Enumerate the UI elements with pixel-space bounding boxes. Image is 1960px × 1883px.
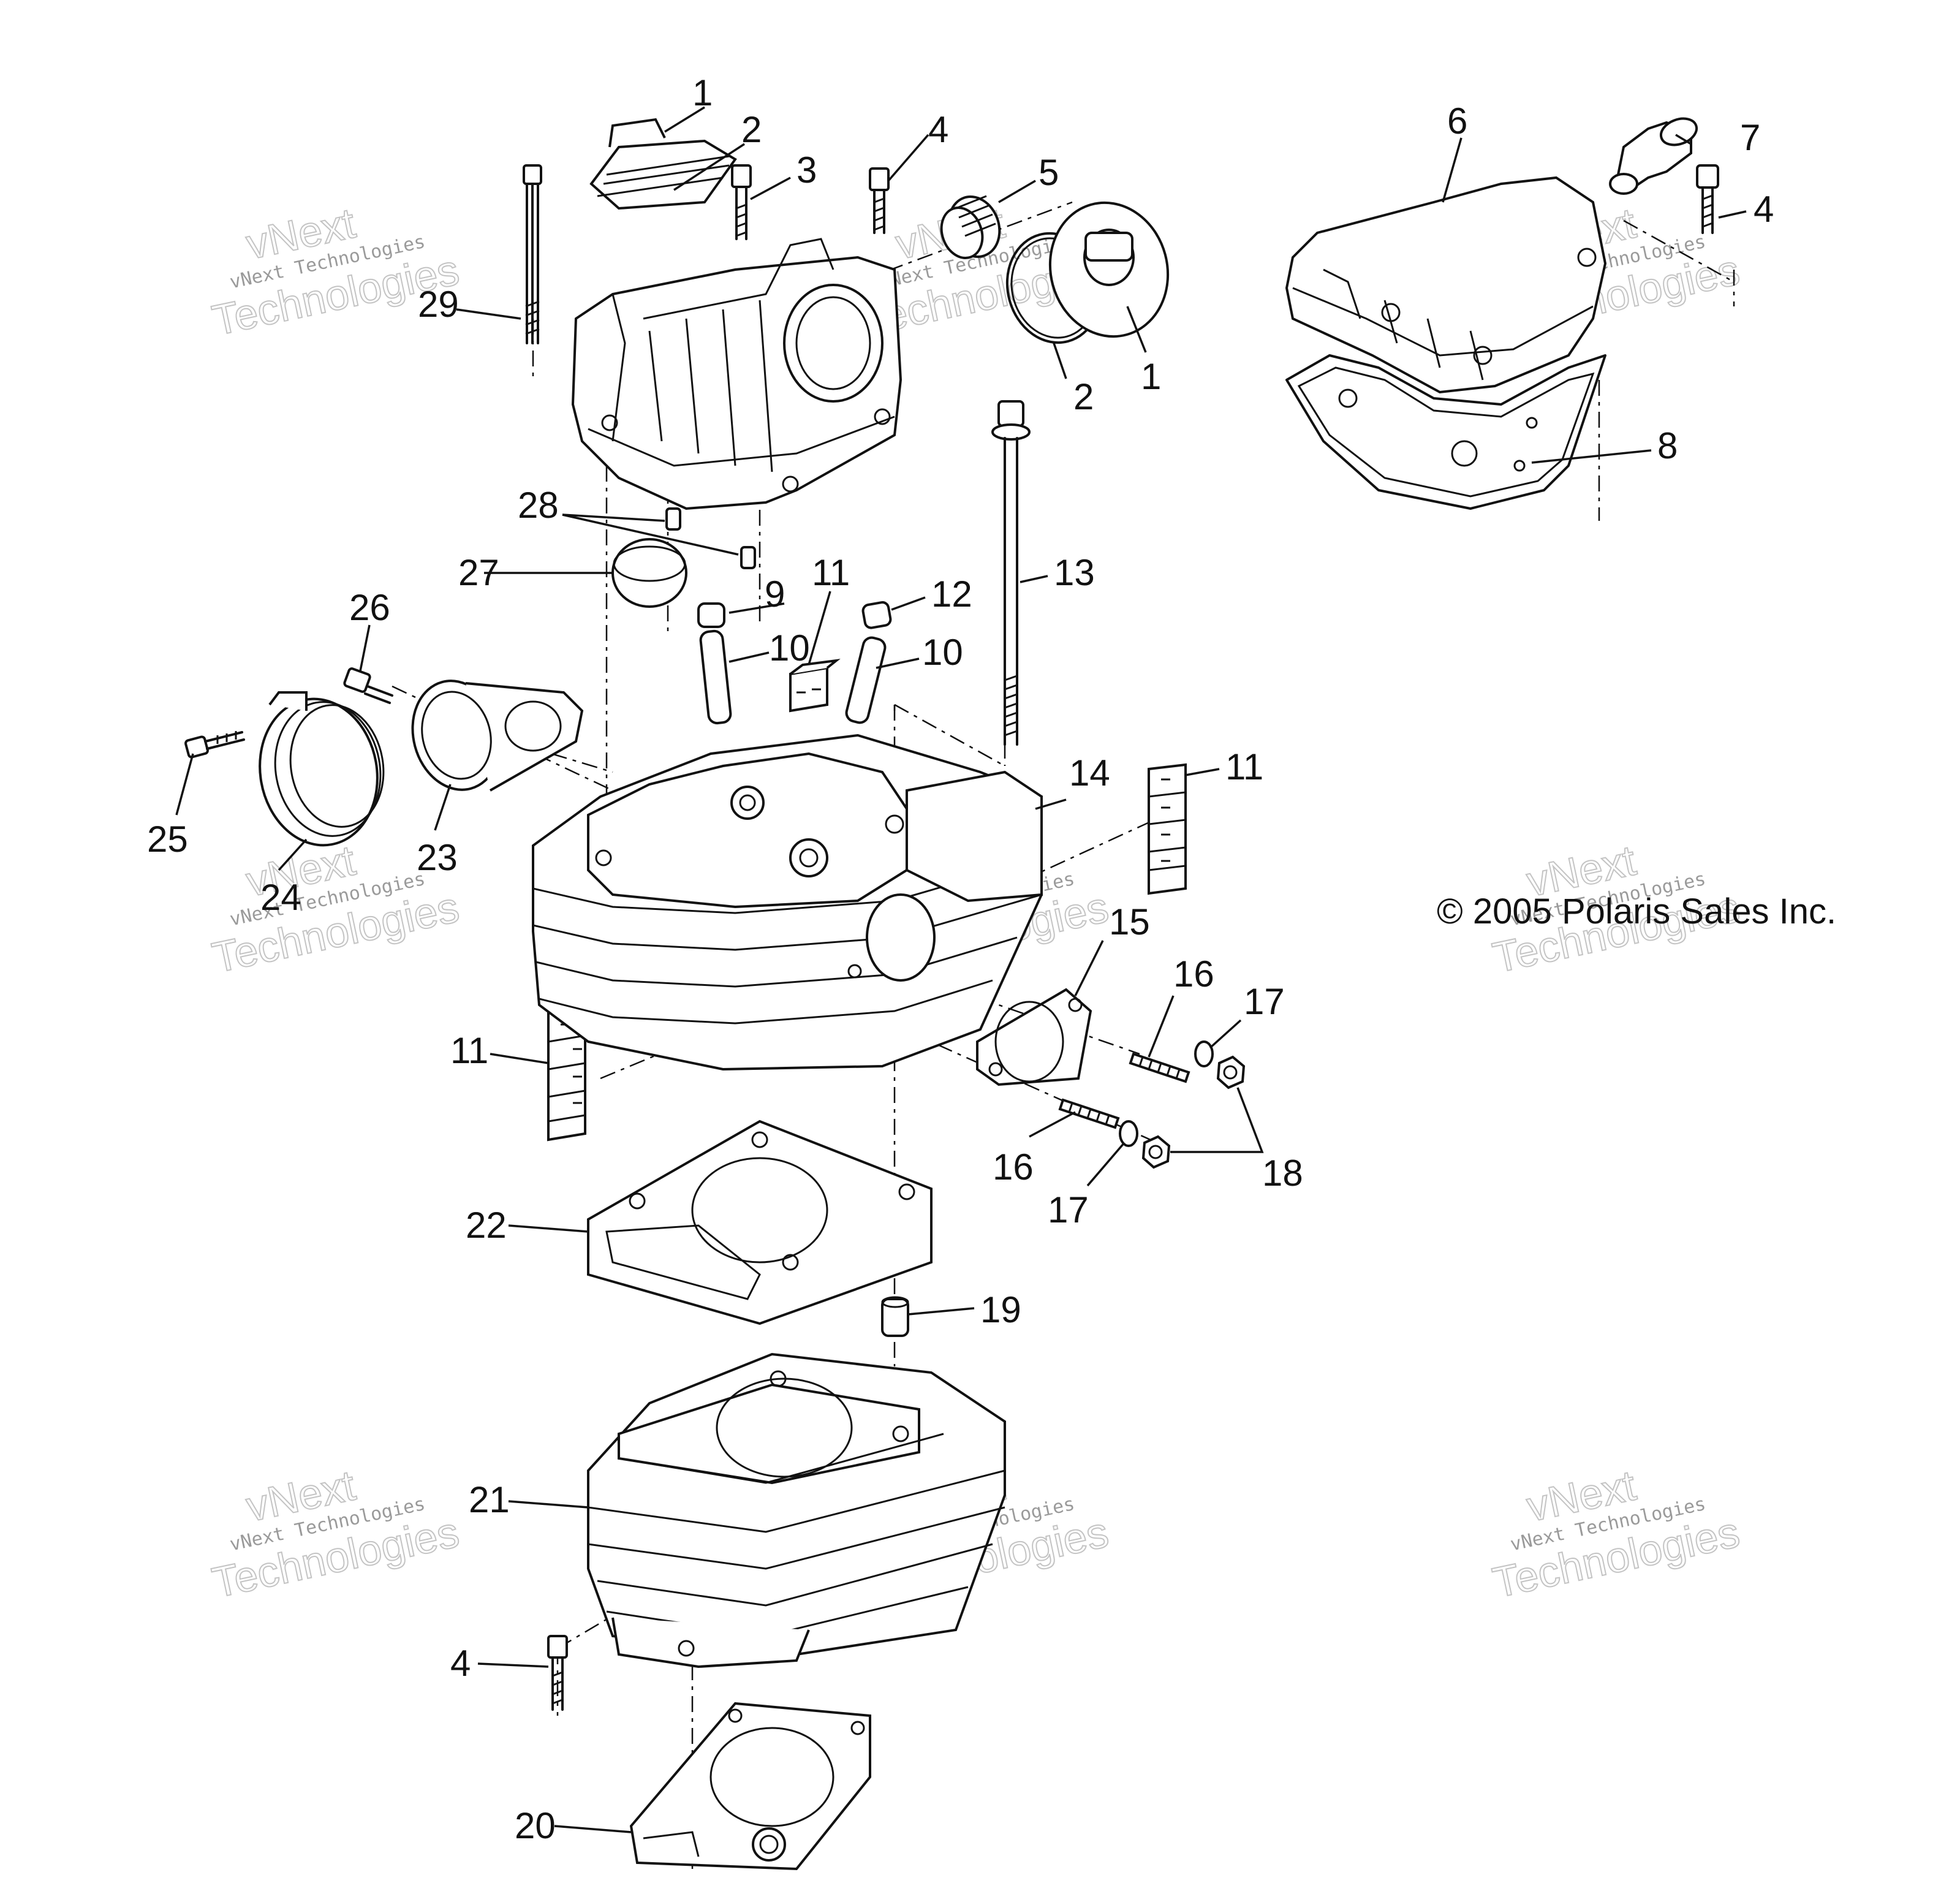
callout-22: 22 <box>466 1205 507 1246</box>
callout-12: 12 <box>931 574 972 615</box>
callout-14: 14 <box>1069 752 1110 794</box>
callout-2-right: 2 <box>1073 376 1094 417</box>
part-cam-housing <box>571 238 902 510</box>
callout-10-left: 10 <box>769 627 810 669</box>
callout-23: 23 <box>417 837 458 878</box>
part-15-exhaust-gasket <box>976 988 1092 1086</box>
part-19-dowel <box>881 1296 909 1337</box>
part-28-dowels <box>665 507 756 569</box>
callout-21: 21 <box>469 1479 510 1520</box>
callout-24: 24 <box>260 877 301 918</box>
part-29-bolt <box>523 164 542 344</box>
part-1-cap-right <box>1048 201 1170 338</box>
part-20-base-gasket <box>629 1702 871 1871</box>
part-14-cylinder-head <box>532 733 1043 1071</box>
callout-7: 7 <box>1740 117 1760 158</box>
callout-16-lower: 16 <box>993 1146 1034 1188</box>
callout-18: 18 <box>1262 1153 1303 1194</box>
part-4-bolt-right <box>1696 164 1719 234</box>
part-6-cover <box>1285 176 1607 394</box>
callout-17-lower: 17 <box>1048 1189 1089 1230</box>
callout-4-top: 4 <box>928 109 948 150</box>
part-7-breather-elbow <box>1609 117 1698 195</box>
part-3-bolt <box>731 164 752 240</box>
part-22-head-gasket <box>587 1120 933 1325</box>
part-16-stud-lower <box>1058 1098 1120 1129</box>
callout-16-upper: 16 <box>1173 953 1214 995</box>
callout-9: 9 <box>765 574 785 615</box>
watermark-7: vNext vNext Technologies Technologies <box>208 1461 464 1608</box>
part-12-seal <box>861 601 892 629</box>
watermark-9: vNext vNext Technologies Technologies <box>1488 1461 1744 1608</box>
part-4-bolt-bottom <box>547 1635 568 1711</box>
callout-15: 15 <box>1109 901 1150 942</box>
part-27-cap <box>611 538 687 608</box>
callout-11-left: 11 <box>450 1030 488 1071</box>
callout-4-bottom: 4 <box>450 1643 471 1684</box>
part-26-bolt <box>343 667 393 704</box>
part-17-washer-lower <box>1119 1120 1138 1147</box>
part-5-plug <box>940 195 1001 259</box>
callouts: 1 2 3 4 5 1 2 29 6 7 4 8 28 27 9 11 12 1… <box>147 72 1774 1846</box>
callout-4-right: 4 <box>1754 189 1774 230</box>
callout-1-top: 1 <box>692 72 713 113</box>
callout-19: 19 <box>980 1289 1021 1330</box>
callout-25: 25 <box>147 819 188 860</box>
callout-10-right: 10 <box>922 632 963 673</box>
callout-6: 6 <box>1447 100 1467 142</box>
part-13-stud <box>991 400 1031 746</box>
part-21-cylinder <box>587 1352 1006 1669</box>
callout-27: 27 <box>458 552 499 593</box>
part-10-guide-right <box>845 636 887 724</box>
part-16-stud-upper <box>1129 1052 1190 1083</box>
callout-8: 8 <box>1657 425 1678 466</box>
callout-5: 5 <box>1039 152 1059 193</box>
part-8-cover-gasket <box>1285 354 1606 510</box>
callout-26: 26 <box>349 587 390 628</box>
callout-2-top: 2 <box>741 109 762 150</box>
callout-28: 28 <box>518 485 559 526</box>
part-18-nut-upper <box>1216 1055 1246 1089</box>
part-17-washer-upper <box>1194 1040 1214 1067</box>
callout-20: 20 <box>515 1805 556 1846</box>
part-11-block-right <box>1148 763 1187 895</box>
part-10-guide-left <box>699 629 732 725</box>
part-18-nut-lower <box>1141 1135 1171 1169</box>
callout-11-top: 11 <box>812 552 850 593</box>
copyright-text: © 2005 Polaris Sales Inc. <box>1437 892 1836 931</box>
part-23-intake-boot <box>411 680 584 792</box>
callout-13: 13 <box>1054 552 1095 593</box>
callout-1-right: 1 <box>1141 356 1161 397</box>
part-24-clamp <box>259 691 385 847</box>
callout-3: 3 <box>796 150 817 191</box>
part-1-valve-cover <box>589 118 737 210</box>
callout-17-upper: 17 <box>1244 981 1285 1022</box>
part-11-block-top <box>789 659 841 713</box>
part-9-seal <box>697 602 725 628</box>
callout-11-right: 11 <box>1225 746 1263 787</box>
callout-29: 29 <box>418 284 459 325</box>
part-4-bolt-top <box>869 167 890 234</box>
leader-lines <box>175 106 1747 1833</box>
part-25-bolt <box>184 731 245 759</box>
